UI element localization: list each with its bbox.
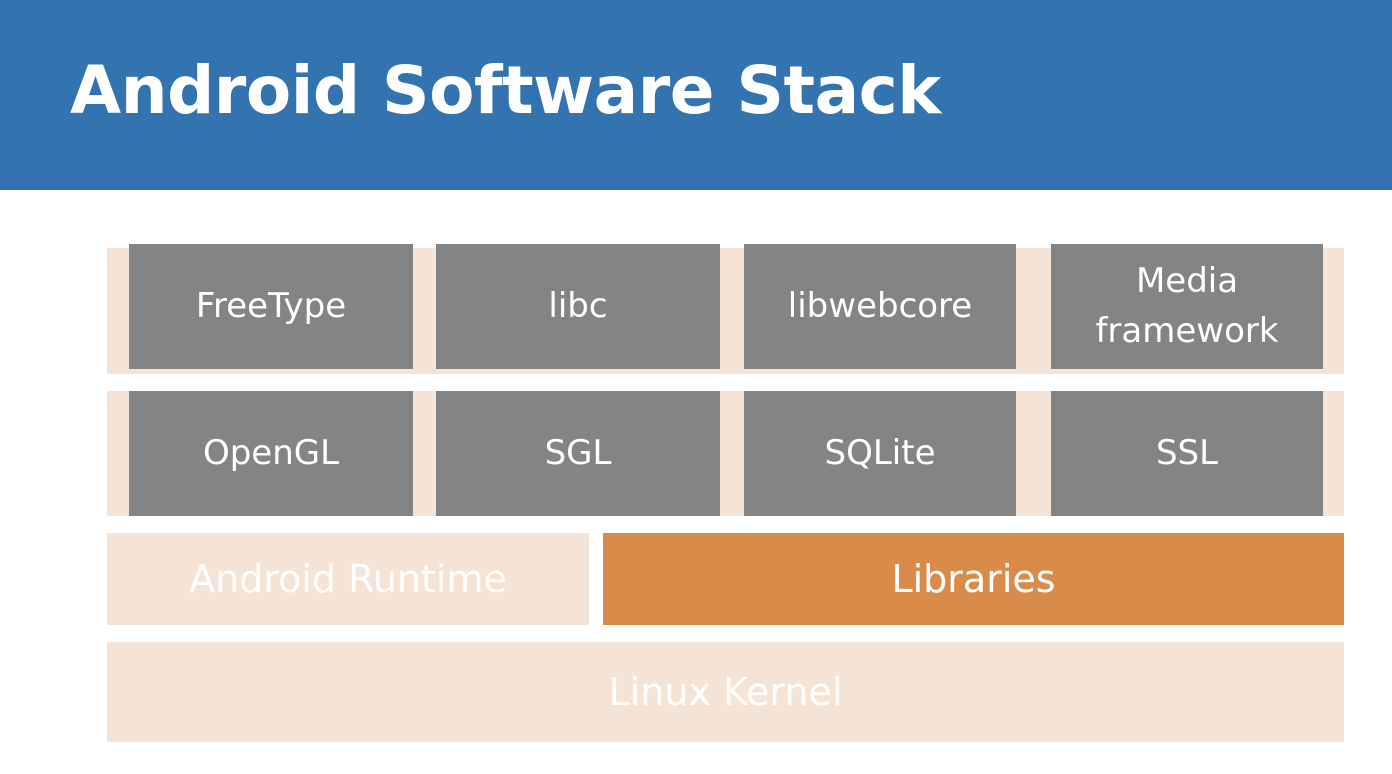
libraries-layer: Libraries [603,533,1344,625]
component-sqlite: SQLite [744,391,1016,516]
component-sgl: SGL [436,391,720,516]
component-libc: libc [436,244,720,369]
linux-kernel-layer [107,642,1344,742]
title-bar: Android Software Stack [0,0,1392,190]
component-opengl: OpenGL [129,391,413,516]
slide-title: Android Software Stack [70,52,941,129]
linux-kernel-label: Linux Kernel [608,670,843,714]
android-runtime-layer [107,533,589,625]
component-freetype: FreeType [129,244,413,369]
component-media-framework: Media framework [1051,244,1323,369]
component-ssl: SSL [1051,391,1323,516]
android-runtime-label: Android Runtime [189,557,507,601]
component-libwebcore: libwebcore [744,244,1016,369]
